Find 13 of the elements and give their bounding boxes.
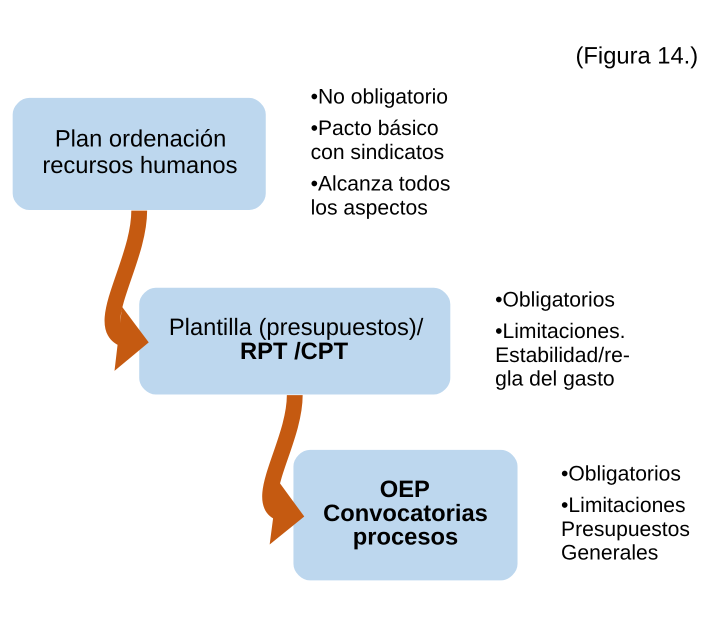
node-label: •Alcanza todos los aspectos [310, 172, 450, 220]
node-box: OEP Convocatorias procesos [293, 450, 518, 580]
node-box: Plan ordenación recursos humanos [12, 98, 266, 210]
arrow [104, 210, 149, 371]
node-label: •Obligatorios [561, 462, 681, 486]
arrow [262, 394, 304, 545]
caption: (Figura 14.) [576, 44, 698, 70]
node-label: •Limitaciones Presupuestos Generales [561, 494, 690, 565]
node-box: Plantilla (presupuestos)/ RPT /CPT [139, 288, 450, 395]
node-label: •Obligatorios [495, 288, 615, 312]
node-label: •Limitaciones. Estabilidad/re-gla del gasto [495, 320, 630, 391]
node-label: •Pacto básico con sindicatos [310, 117, 444, 164]
node-label: •No obligatorio [310, 86, 448, 109]
